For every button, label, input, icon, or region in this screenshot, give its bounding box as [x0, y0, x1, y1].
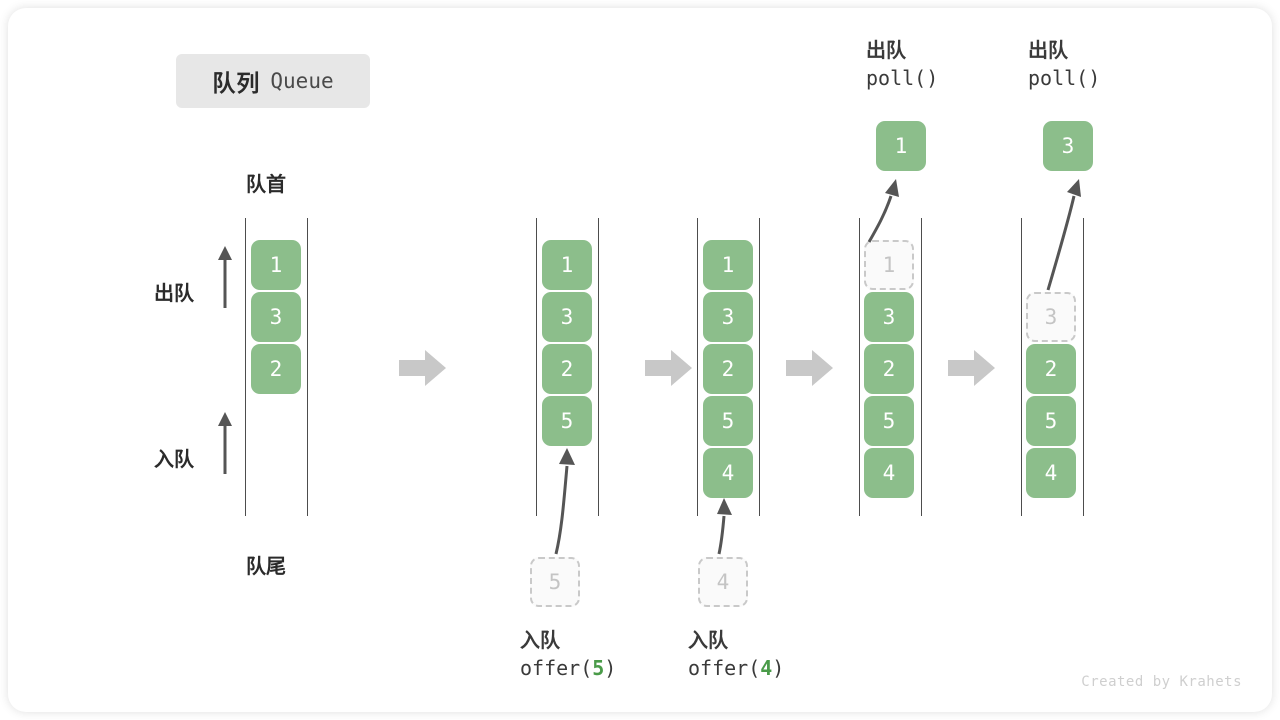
stage2-insert-arrow-icon	[554, 448, 575, 555]
stage2-cell-1: 3	[542, 292, 592, 342]
stage4-result-cell: 1	[876, 121, 926, 171]
op-label-poll-2: 出队 poll()	[1028, 38, 1100, 92]
label-dequeue: 出队	[154, 283, 194, 305]
label-front: 队首	[246, 174, 286, 196]
stage3-cell-2: 2	[703, 344, 753, 394]
op-offer-5-line2: offer(5)	[520, 656, 617, 680]
flow-arrow-3-icon	[786, 350, 833, 386]
stage5-rail-left	[1021, 218, 1022, 516]
stage3-cell-1: 3	[703, 292, 753, 342]
stage4-cell-2: 2	[864, 344, 914, 394]
stage5-cell-2: 2	[1026, 344, 1076, 394]
stage1-cell-1: 3	[251, 292, 301, 342]
op-poll-1-line1: 出队	[866, 40, 906, 62]
op-label-poll-1: 出队 poll()	[866, 38, 938, 92]
title-chip: 队列 Queue	[176, 54, 370, 108]
stage2-cell-3: 5	[542, 396, 592, 446]
stage5-cell-4: 4	[1026, 448, 1076, 498]
title-cn: 队列	[212, 70, 261, 96]
stage4-rail-right	[921, 218, 922, 516]
stage4-cell-4: 4	[864, 448, 914, 498]
flow-arrow-1-icon	[399, 350, 446, 386]
watermark: Created by Krahets	[1081, 674, 1242, 690]
stage4-rail-left	[859, 218, 860, 516]
stage3-rail-left	[697, 218, 698, 516]
stage4-pop-arrow-icon	[867, 179, 899, 243]
stage2-rail-right	[598, 218, 599, 516]
stage3-insert-arrow-icon	[717, 498, 732, 555]
dequeue-arrow-icon	[218, 246, 232, 308]
stage3-cell-4: 4	[703, 448, 753, 498]
stage2-rail-left	[536, 218, 537, 516]
label-rear: 队尾	[246, 556, 286, 578]
stage5-cell-3: 5	[1026, 396, 1076, 446]
stage4-ghost-cell: 1	[864, 240, 914, 290]
op-poll-2-line1: 出队	[1028, 40, 1068, 62]
stage1-cell-0: 1	[251, 240, 301, 290]
stage1-rail-right	[307, 218, 308, 516]
diagram-card: 队列 Queue 队首 队尾 出队 入队 1 3 2 1 3 2 5 5 入队 …	[8, 8, 1272, 712]
op-label-offer-5: 入队 offer(5)	[520, 628, 616, 682]
stage3-rail-right	[759, 218, 760, 516]
op-label-offer-4: 入队 offer(4)	[688, 628, 784, 682]
op-offer-4-line2: offer(4)	[688, 656, 785, 680]
op-poll-1-line2: poll()	[866, 66, 939, 90]
op-poll-2-line2: poll()	[1028, 66, 1101, 90]
stage3-input-ghost: 4	[698, 557, 748, 607]
op-offer-4-line1: 入队	[688, 630, 728, 652]
title-en: Queue	[270, 69, 334, 93]
stage5-pop-arrow-icon	[1046, 179, 1081, 291]
stage4-cell-1: 3	[864, 292, 914, 342]
stage2-cell-0: 1	[542, 240, 592, 290]
stage3-cell-0: 1	[703, 240, 753, 290]
stage5-result-cell: 3	[1043, 121, 1093, 171]
enqueue-arrow-icon	[218, 412, 232, 474]
stage5-ghost-cell: 3	[1026, 292, 1076, 342]
label-enqueue: 入队	[154, 449, 194, 471]
op-offer-5-line1: 入队	[520, 630, 560, 652]
stage2-input-ghost: 5	[530, 557, 580, 607]
flow-arrow-2-icon	[645, 350, 692, 386]
stage1-rail-left	[245, 218, 246, 516]
stage3-cell-3: 5	[703, 396, 753, 446]
stage1-cell-2: 2	[251, 344, 301, 394]
flow-arrow-4-icon	[948, 350, 995, 386]
stage4-cell-3: 5	[864, 396, 914, 446]
stage5-rail-right	[1083, 218, 1084, 516]
stage2-cell-2: 2	[542, 344, 592, 394]
